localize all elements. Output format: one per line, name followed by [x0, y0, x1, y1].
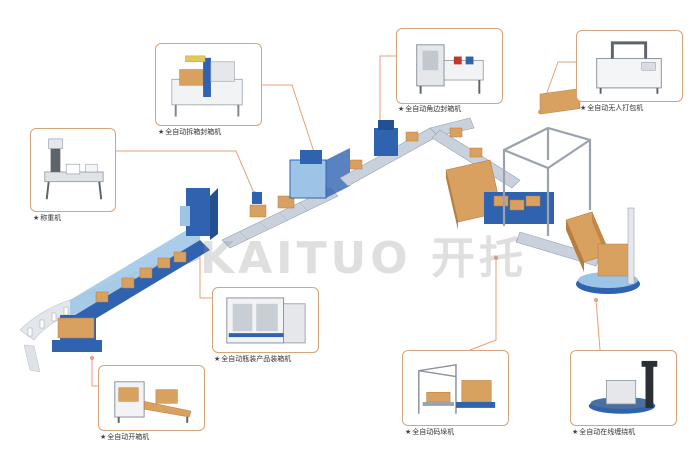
caption-weigher: ★称重机	[33, 214, 61, 223]
upper-conveyor	[339, 117, 521, 189]
leader-line-palletizer	[469, 258, 497, 351]
bullet-star-icon: ★	[33, 214, 40, 222]
bullet-star-icon: ★	[100, 433, 107, 441]
card-case-erector-sealer	[155, 43, 262, 126]
leader-dot-palletizer	[494, 256, 498, 260]
caption-corner-sealer: ★全自动角边封箱机	[398, 105, 461, 114]
leader-line-bottle-packer	[199, 248, 212, 299]
leader-line-wrapper	[595, 299, 601, 351]
case-erector-illustration	[114, 381, 192, 423]
caption-text: 全自动无人打包机	[587, 104, 644, 112]
palletizer-illustration	[418, 363, 496, 414]
card-stretch-wrapper	[570, 350, 677, 426]
caption-bottle-packer: ★全自动瓶装产品装箱机	[214, 355, 291, 364]
leader-line-corner-sealer	[379, 55, 396, 130]
watermark-kaituo: KAITUO 开托	[200, 233, 527, 284]
card-bottle-packer	[212, 287, 319, 353]
weigher-illustration	[44, 138, 104, 200]
palletizer-area	[445, 88, 640, 294]
caption-text: 全自动角边封箱机	[405, 105, 462, 113]
leader-line-case-erector	[91, 358, 98, 387]
caption-text: 称重机	[40, 214, 62, 222]
bullet-star-icon: ★	[572, 428, 579, 436]
bottle-packer-conveyor	[52, 188, 218, 352]
corner-sealer-illustration	[416, 44, 484, 94]
card-case-erector	[98, 365, 205, 431]
card-palletizer	[402, 350, 509, 426]
caption-text: 全自动码垛机	[412, 428, 455, 436]
caption-text: 全自动瓶装产品装箱机	[221, 355, 292, 363]
leader-line-weigher	[116, 150, 255, 194]
bullet-star-icon: ★	[398, 105, 405, 113]
card-strapping-machine	[576, 30, 683, 102]
caption-stretch-wrapper: ★全自动在线缠绕机	[572, 428, 635, 437]
bullet-star-icon: ★	[580, 104, 587, 112]
caption-text: 全自动拆箱封箱机	[165, 128, 222, 136]
bullet-star-icon: ★	[405, 428, 412, 436]
card-weigher	[30, 128, 116, 212]
caption-case-erector: ★全自动开箱机	[100, 433, 149, 442]
bullet-star-icon: ★	[158, 128, 165, 136]
mid-conveyor	[221, 148, 350, 249]
caption-case-erector-sealer: ★全自动拆箱封箱机	[158, 128, 221, 137]
caption-palletizer: ★全自动码垛机	[405, 428, 454, 437]
card-corner-sealer	[396, 28, 503, 104]
caption-text: 全自动在线缠绕机	[579, 428, 636, 436]
caption-strapping-machine: ★全自动无人打包机	[580, 104, 643, 113]
leader-dot-case-erector	[90, 356, 94, 360]
bullet-star-icon: ★	[214, 355, 221, 363]
bottle-packer-illustration	[226, 297, 306, 344]
leader-dot-wrapper	[594, 298, 598, 302]
case-erector-sealer-illustration	[171, 55, 243, 117]
strapping-machine-illustration	[596, 41, 662, 94]
leader-line-case-erector-sealer	[262, 84, 317, 159]
stretch-wrapper-illustration	[588, 360, 658, 414]
caption-text: 全自动开箱机	[107, 433, 150, 441]
